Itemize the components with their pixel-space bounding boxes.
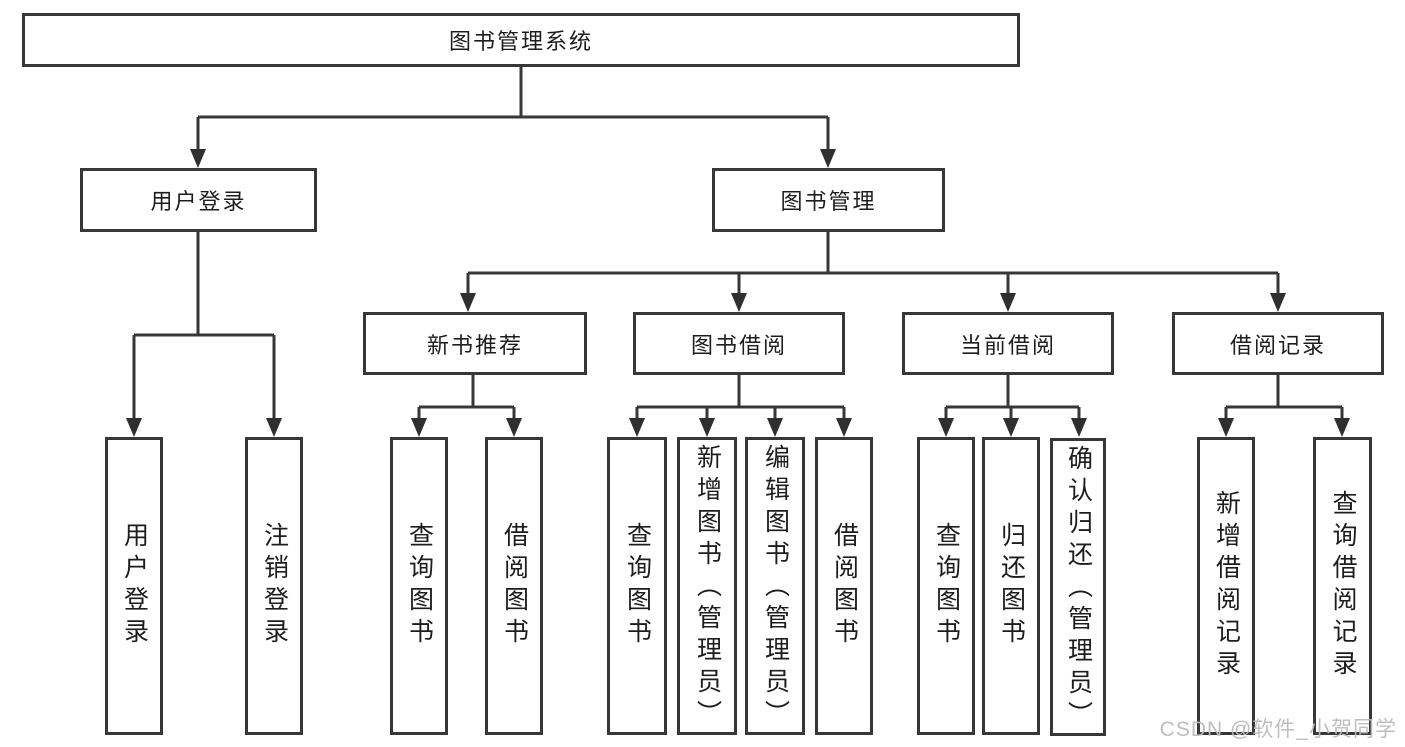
connector-newbook-to-leaves <box>417 375 516 421</box>
arrowhead-icon <box>1218 418 1234 437</box>
arrowhead-icon <box>820 149 836 168</box>
leaf-current-return-books: 归还图书 <box>982 437 1040 735</box>
leaf-recommend-borrow-books: 借阅图书 <box>485 437 543 735</box>
node-current-borrowing: 当前借阅 <box>902 312 1114 375</box>
arrowhead-icon <box>190 149 206 168</box>
arrowhead-icon <box>938 418 954 437</box>
connector-userlogin-to-leaves <box>132 232 276 421</box>
leaf-borrowing-query-books: 查询图书 <box>607 437 667 735</box>
arrowhead-icon <box>1270 293 1286 312</box>
arrowhead-icon <box>1071 418 1087 437</box>
arrowhead-icon <box>629 418 645 437</box>
node-root-system: 图书管理系统 <box>22 13 1020 67</box>
arrowhead-icon <box>767 418 783 437</box>
arrowhead-icon <box>266 418 282 437</box>
arrowhead-icon <box>1003 418 1019 437</box>
node-user-login: 用户登录 <box>80 168 317 232</box>
leaf-current-query-books: 查询图书 <box>917 437 975 735</box>
leaf-recommend-query-books: 查询图书 <box>390 437 448 735</box>
arrowhead-icon <box>699 418 715 437</box>
leaf-user-login: 用户登录 <box>105 437 163 735</box>
node-new-book-recommend: 新书推荐 <box>363 312 587 375</box>
node-book-management: 图书管理 <box>712 168 945 232</box>
arrowheads <box>126 149 1350 437</box>
connector-shafts <box>132 67 1344 421</box>
arrowhead-icon <box>836 418 852 437</box>
connector-root-to-level2 <box>196 67 830 152</box>
arrowhead-icon <box>411 418 427 437</box>
leaf-records-query-record: 查询借阅记录 <box>1313 437 1372 735</box>
arrowhead-icon <box>460 293 476 312</box>
leaf-borrowing-borrow-books: 借阅图书 <box>815 437 873 735</box>
arrowhead-icon <box>506 418 522 437</box>
leaf-borrowing-add-books-admin: 新增图书（管理员） <box>677 437 737 735</box>
arrowhead-icon <box>1334 418 1350 437</box>
node-borrowing-records: 借阅记录 <box>1172 312 1384 375</box>
leaf-logout: 注销登录 <box>245 437 303 735</box>
leaf-records-add-record: 新增借阅记录 <box>1197 437 1255 735</box>
connector-currentborrow-to-leaves <box>944 375 1081 421</box>
node-book-borrowing: 图书借阅 <box>633 312 845 375</box>
arrowhead-icon <box>126 418 142 437</box>
connector-bookmgmt-to-level3 <box>466 232 1280 296</box>
arrowhead-icon <box>1000 293 1016 312</box>
leaf-borrowing-edit-books-admin: 编辑图书（管理员） <box>745 437 805 735</box>
connector-records-to-leaves <box>1224 375 1344 421</box>
arrowhead-icon <box>731 293 747 312</box>
connector-bookborrow-to-leaves <box>635 375 846 421</box>
csdn-watermark: CSDN @软件_小贺同学 <box>1159 718 1397 741</box>
leaf-current-confirm-return-admin: 确认归还（管理员） <box>1050 438 1106 736</box>
